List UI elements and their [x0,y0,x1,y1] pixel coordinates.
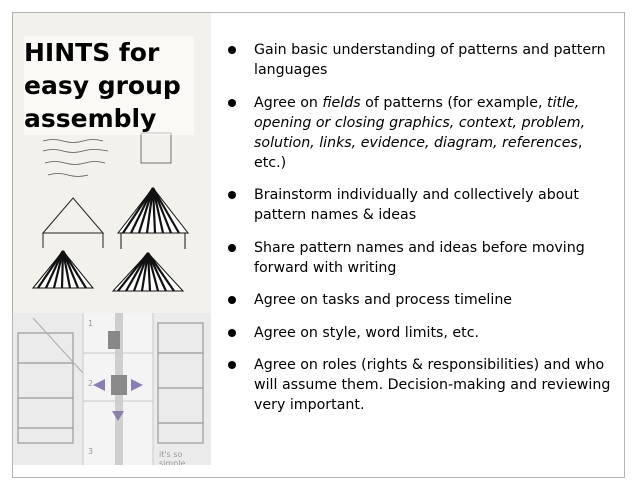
fields-word: fields [322,94,361,111]
bullet-dot-icon [228,328,236,337]
bullet-dot-icon [228,191,236,199]
bullet-item: Share pattern names and ideas before mov… [228,238,618,278]
shelf-assembly-photo [13,313,211,465]
slide-frame [12,12,625,478]
bullet-dot-icon [228,243,236,252]
bullet-item: Brainstorm individually and collectively… [228,185,618,225]
field-list: title, opening or closing graphics, cont… [254,94,586,151]
bullet-text: Share pattern names and ideas before mov… [254,239,585,276]
bullet-text: Agree on tasks and process timeline [254,292,513,308]
slide-title: HINTS for easy group assembly [24,36,194,135]
bullet-item: Agree on style, word limits, etc. [228,323,618,343]
bullet-item: Agree on tasks and process timeline [228,290,618,310]
bullet-text-prefix: Agree on [254,94,323,111]
title-line-3: assembly [24,104,157,133]
bullet-item-fields: Agree on fields of patterns (for example… [228,93,618,173]
hints-bullet-list: Gain basic understanding of patterns and… [228,40,618,428]
bullet-dot-icon [228,361,236,369]
photo-caption: it's so simple [159,450,186,465]
photo-step-2: 2 [88,379,94,388]
bullet-text: Agree on style, word limits, etc. [254,324,480,341]
photo-step-3: 3 [88,447,94,456]
bullet-text: Agree on roles (rights & responsibilitie… [254,357,611,413]
bullet-dot-icon [228,98,236,107]
bullet-item: Agree on roles (rights & responsibilitie… [228,355,618,415]
title-line-2: easy group [24,71,181,100]
photo-step-1: 1 [88,319,94,328]
bullet-item: Gain basic understanding of patterns and… [228,40,618,80]
bullet-text: Brainstorm individually and collectively… [254,187,579,223]
title-line-1: HINTS for [24,38,160,67]
bullet-text: Gain basic understanding of patterns and… [254,42,606,78]
bullet-text-middle: of patterns (for example, [360,94,547,111]
bullet-dot-icon [228,296,236,304]
bullet-dot-icon [228,46,236,54]
bullet-text-suffix: , etc.) [254,134,583,171]
